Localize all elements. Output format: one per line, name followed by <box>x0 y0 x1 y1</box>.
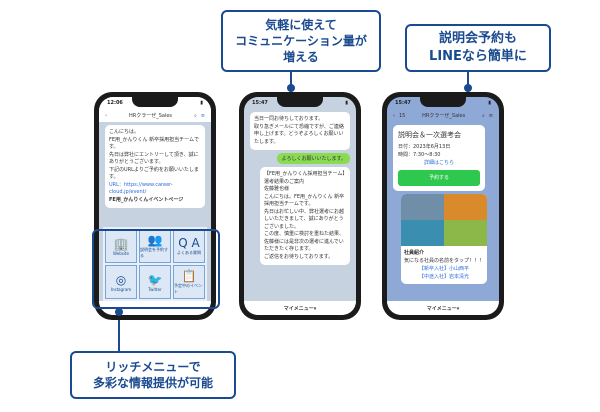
staff-photos <box>401 194 487 247</box>
chat-header: ‹ 15 HRクラーぜ_Sales ⌕≡ <box>387 109 499 122</box>
back-icon[interactable]: ‹ <box>393 112 395 119</box>
intro-card: 社員紹介 気になる社員の名前をタップ！！！ 【新卒入社】小山西平 【中途入社】岩… <box>401 194 487 285</box>
connector-dot <box>287 84 295 92</box>
event-card: 説明会＆一次選考会 日付：2023年6月13日 時間：7:30〜8:30 詳細は… <box>393 125 485 192</box>
chat-header: ‹ HRクラーぜ_Sales ⌕≡ <box>99 109 211 122</box>
rich-menu-label: Twitter <box>148 286 162 292</box>
connector-line <box>290 72 292 92</box>
rich-menu-item[interactable]: 📋予定中のイベント <box>173 265 205 299</box>
rich-menu-item[interactable]: 👥説明会を予約する <box>139 229 171 263</box>
notch <box>277 97 323 107</box>
message-text: 当日一同お待ちしております。 <box>254 116 324 122</box>
message-text: こんにちは。 <box>109 129 140 135</box>
event-time: 時間：7:30〜8:30 <box>398 152 441 159</box>
time: 15:47 <box>252 100 268 106</box>
message-text: 取り急ぎメールにて恐縮ですが、ご連絡申し上げます。どうぞよろしくお願いいたします… <box>254 123 344 145</box>
message-text: この度、慎重に検討を重ねた結果、佐藤様には是非次の選考に進んでいただきたく存じま… <box>264 231 345 252</box>
message-text: ご返信をお待ちしております。 <box>264 253 334 260</box>
back-icon[interactable]: ‹ <box>105 112 107 119</box>
chat-title: HRクラーぜ_Sales <box>422 113 466 119</box>
phone-screen: 12:06 ▮ ‹ HRクラーぜ_Sales ⌕≡ こんにちは。 FE用_かんりくん … <box>99 97 211 315</box>
message-text: 【FE用_かんりくん採用担当チーム】選考結果のご案内 <box>264 171 345 185</box>
message-bubble: 【FE用_かんりくん採用担当チーム】選考結果のご案内 佐藤雅也様 こんにちは。F… <box>260 167 350 265</box>
rich-menu-label: Website <box>113 250 129 256</box>
unread-count: 15 <box>399 112 406 119</box>
message-text: 佐藤雅也様 <box>264 186 290 192</box>
rich-menu-label: Instagram <box>110 286 132 292</box>
my-menu-button[interactable]: マイメニュー▾ <box>426 305 460 312</box>
callout-reservation: 説明会予約も LINEなら簡単に <box>405 24 551 72</box>
phone-rich-menu: 12:06 ▮ ‹ HRクラーぜ_Sales ⌕≡ こんにちは。 FE用_かんりくん … <box>94 92 216 320</box>
phone-screen: 15:47 ▮ ‹ 15 HRクラーぜ_Sales ⌕≡ 説明会＆一次選考会 日付：20… <box>387 97 499 315</box>
connector-line <box>118 312 120 352</box>
clipboard-icon: 📋 <box>181 269 197 283</box>
rich-menu-label: 説明会を予約する <box>140 247 168 258</box>
intro-title: 社員紹介 <box>404 250 425 257</box>
building-icon: 🏢 <box>113 236 129 251</box>
rich-menu-item[interactable]: 🏢Website <box>105 229 137 263</box>
menu-icon[interactable]: ≡ <box>200 112 205 119</box>
phone-screen: 15:47 ▮ 当日一同お待ちしております。 取り急ぎメールにて恐縮ですが、ご連絡… <box>244 97 356 315</box>
search-icon[interactable]: ⌕ <box>481 112 485 119</box>
reserve-button[interactable]: 予約する <box>398 170 480 187</box>
chat-title: HRクラーぜ_Sales <box>128 113 173 119</box>
phone-chat: 15:47 ▮ 当日一同お待ちしております。 取り急ぎメールにて恐縮ですが、ご連絡… <box>239 92 361 320</box>
callout-line: 増える <box>283 50 319 65</box>
footer: マイメニュー▾ <box>387 301 499 315</box>
status-bar: 15:47 ▮ <box>244 97 356 109</box>
battery-icon: ▮ <box>200 100 203 106</box>
message-text: 先日はお忙しい中、弊社選考にお越しいただきまして、誠にありがとうございました。 <box>264 208 345 230</box>
staff-link[interactable]: 【中途入社】岩本清光 <box>418 274 469 281</box>
notch <box>132 97 178 107</box>
callout-line: リッチメニューで <box>105 359 201 374</box>
message-text: FE用_かんりくん 新卒採用担当チームです。 <box>109 136 199 151</box>
event-date: 日付：2023年6月13日 <box>398 144 451 151</box>
connector-dot <box>115 308 123 316</box>
rich-menu-item[interactable]: ◎Instagram <box>105 265 137 299</box>
callout-line: 気軽に使えて <box>265 17 337 32</box>
connector-dot <box>464 84 472 92</box>
phone-reservation: 15:47 ▮ ‹ 15 HRクラーぜ_Sales ⌕≡ 説明会＆一次選考会 日付：20… <box>382 92 504 320</box>
callout-line: LINEなら簡単に <box>429 49 527 64</box>
battery-icon: ▮ <box>488 100 491 106</box>
status-bar: 15:47 ▮ <box>387 97 499 109</box>
twitter-icon: 🐦 <box>147 272 163 287</box>
menu-icon[interactable]: ≡ <box>488 112 493 119</box>
notch <box>420 97 466 107</box>
callout-rich-menu: リッチメニューで 多彩な情報提供が可能 <box>70 351 236 399</box>
details-link[interactable]: 詳細はこちら <box>423 160 454 167</box>
my-menu-button[interactable]: マイメニュー▾ <box>283 305 317 312</box>
rich-menu-label: 予定中のイベント <box>174 283 202 294</box>
callout-line: 説明会予約も <box>438 31 517 47</box>
connector-line <box>467 72 469 92</box>
callout-communication: 気軽に使えて コミュニケーション量が 増える <box>221 10 381 72</box>
message-text: こんにちは。FE用_かんりくん 新卒採用担当チームです。 <box>264 193 345 208</box>
event-title: 説明会＆一次選考会 <box>398 131 461 139</box>
reply-bubble: よろしくお願いいたします。 <box>277 153 350 164</box>
qa-icon: Q A <box>178 236 200 250</box>
message-text: 先日は弊社にエントリーして頂き、誠にありがとうございます。 <box>109 151 199 166</box>
message-bubble: こんにちは。 FE用_かんりくん 新卒採用担当チームです。 先日は弊社にエントリ… <box>105 125 205 208</box>
callout-line: コミュニケーション量が <box>235 33 367 48</box>
message-link[interactable]: URL：https://www.career-cloud.jp/event/ <box>109 181 173 196</box>
rich-menu-item[interactable]: 🐦Twitter <box>139 265 171 299</box>
callout-line: 多彩な情報提供が可能 <box>92 376 213 390</box>
presentation-icon: 👥 <box>147 233 163 247</box>
time: 15:47 <box>395 100 411 106</box>
time: 12:06 <box>107 100 123 106</box>
message-text: 下記のURLよりご予約をお願いいたします。 <box>109 166 199 181</box>
staff-link[interactable]: 【新卒入社】小山西平 <box>418 266 469 273</box>
intro-text: 気になる社員の名前をタップ！！！ <box>404 258 485 265</box>
instagram-icon: ◎ <box>115 272 127 287</box>
message-bubble: 当日一同お待ちしております。 取り急ぎメールにて恐縮ですが、ご連絡申し上げます。… <box>250 112 350 150</box>
battery-icon: ▮ <box>345 100 348 106</box>
search-icon[interactable]: ⌕ <box>193 112 197 119</box>
message-text: FE用_かんりくんイベントページ <box>109 196 184 203</box>
footer: マイメニュー▾ <box>244 301 356 315</box>
rich-menu-label: よくある質問 <box>177 250 201 255</box>
